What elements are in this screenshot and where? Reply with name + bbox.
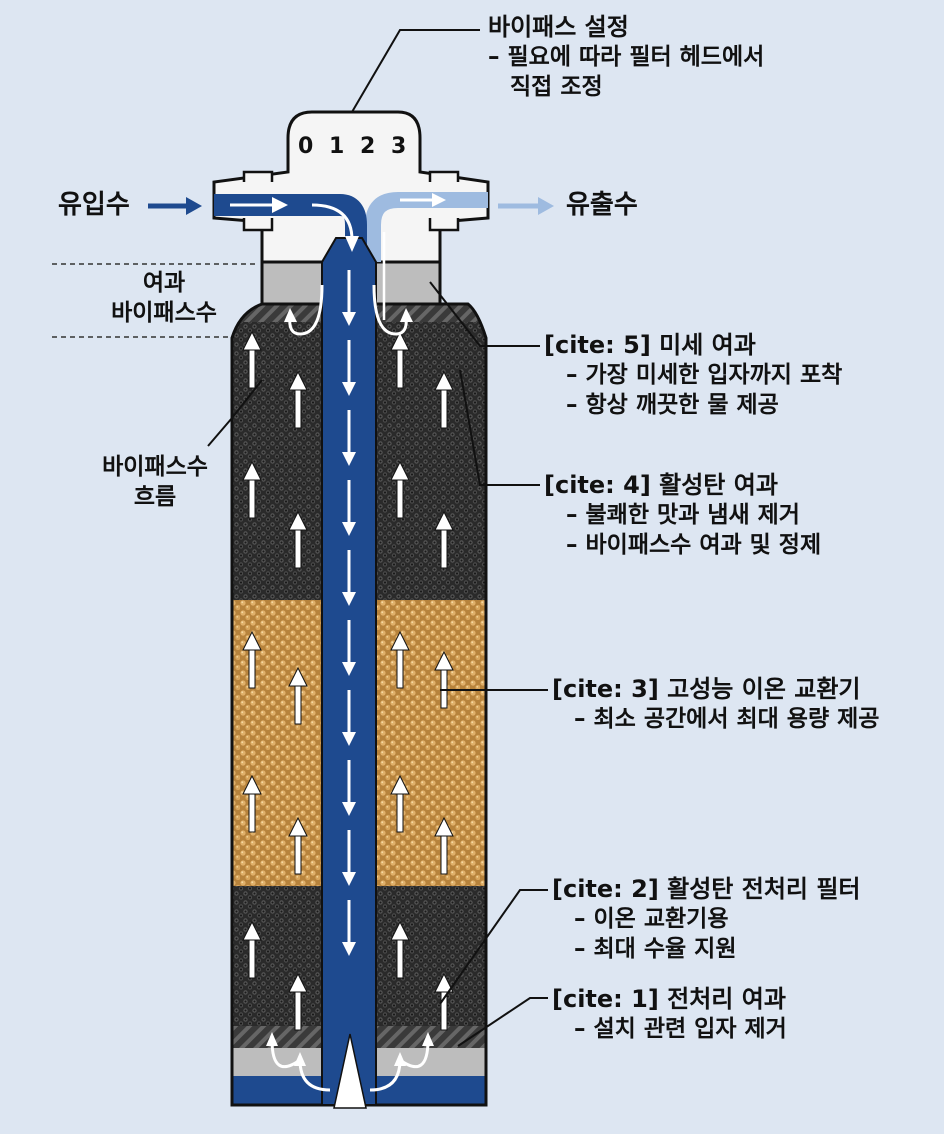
up-arrow — [390, 630, 410, 689]
down-arrow — [342, 690, 356, 746]
filtered-bypass-line1: 여과 — [142, 270, 186, 296]
stage-4-line1: – 불쾌한 맛과 냄새 제거 — [566, 502, 800, 528]
bypass-setting-line2: 직접 조정 — [510, 74, 603, 100]
outlet-pipe — [365, 192, 488, 262]
down-arrow — [342, 900, 356, 956]
dial-mark-3: 3 — [391, 134, 407, 159]
up-arrow — [390, 920, 410, 979]
stage-1-line1: – 설치 관련 입자 제거 — [574, 1016, 787, 1042]
up-flow-arrows — [242, 330, 454, 1031]
stage-5-line1: – 가장 미세한 입자까지 포착 — [566, 362, 843, 388]
up-arrow — [288, 510, 308, 569]
stage-2-title: [cite: 2] 활성탄 전처리 필터 — [552, 875, 861, 903]
filter-head — [212, 110, 490, 264]
stage-3-label: [cite: 3] 고성능 이온 교환기 – 최소 공간에서 최대 용량 제공 — [552, 674, 879, 734]
stage-5-line2: – 항상 깨끗한 물 제공 — [566, 392, 779, 418]
outlet-label: 유출수 — [566, 190, 638, 220]
stage-1-title: [cite: 1] 전처리 여과 — [552, 985, 786, 1013]
up-arrow — [434, 972, 454, 1031]
stage-4-label: [cite: 4] 활성탄 여과 – 불쾌한 맛과 냄새 제거 – 바이패스수 … — [544, 470, 821, 560]
up-arrow — [242, 774, 262, 833]
down-arrow — [342, 480, 356, 536]
stage-1-label: [cite: 1] 전처리 여과 – 설치 관련 입자 제거 — [552, 984, 787, 1044]
stage-3-title: [cite: 3] 고성능 이온 교환기 — [552, 675, 861, 703]
stage-2-label: [cite: 2] 활성탄 전처리 필터 – 이온 교환기용 – 최대 수율 지… — [552, 874, 861, 964]
bypass-flow-label: 바이패스수 흐름 — [80, 452, 230, 512]
down-arrow — [342, 620, 356, 676]
up-arrow — [288, 972, 308, 1031]
down-flow-arrows — [342, 270, 356, 956]
down-arrow — [342, 760, 356, 816]
up-arrow — [434, 650, 454, 709]
bypass-flow-line2: 흐름 — [133, 484, 177, 510]
bottom-cone — [333, 1033, 367, 1109]
inlet-pipe — [214, 194, 367, 250]
inlet-label: 유입수 — [58, 190, 130, 220]
down-arrow — [342, 550, 356, 606]
up-arrow — [434, 816, 454, 875]
down-arrow — [342, 270, 356, 326]
bypass-flow-line1: 바이패스수 — [102, 454, 208, 480]
bypass-setting-line1: – 필요에 따라 필터 헤드에서 — [488, 44, 765, 70]
dial-mark-2: 2 — [360, 134, 376, 159]
stage-2-line1: – 이온 교환기용 — [574, 906, 729, 932]
bypass-setting-label: 바이패스 설정 – 필요에 따라 필터 헤드에서 직접 조정 — [488, 12, 764, 102]
up-arrow — [242, 330, 262, 389]
up-arrow — [390, 330, 410, 389]
dial-mark-1: 1 — [329, 134, 345, 159]
up-arrow — [288, 666, 308, 725]
up-arrow — [434, 510, 454, 569]
up-arrow — [390, 460, 410, 519]
up-arrow — [288, 370, 308, 429]
down-arrow — [342, 410, 356, 466]
bypass-setting-title: 바이패스 설정 — [488, 13, 629, 41]
stage-5-title: [cite: 5] 미세 여과 — [544, 331, 756, 359]
down-arrow — [342, 340, 356, 396]
stage-2-line2: – 최대 수율 지원 — [574, 936, 737, 962]
dial-mark-0: 0 — [298, 134, 314, 159]
up-arrow — [434, 370, 454, 429]
up-arrow — [288, 816, 308, 875]
filtered-bypass-label: 여과 바이패스수 — [94, 268, 234, 328]
stage-4-line2: – 바이패스수 여과 및 정제 — [566, 532, 822, 558]
down-arrow — [342, 830, 356, 886]
filtered-bypass-line2: 바이패스수 — [111, 300, 217, 326]
stage-3-line1: – 최소 공간에서 최대 용량 제공 — [574, 706, 880, 732]
up-arrow — [390, 774, 410, 833]
up-arrow — [242, 460, 262, 519]
up-arrow — [242, 920, 262, 979]
up-arrow — [242, 630, 262, 689]
stage-5-label: [cite: 5] 미세 여과 – 가장 미세한 입자까지 포착 – 항상 깨끗… — [544, 330, 842, 420]
stage-4-title: [cite: 4] 활성탄 여과 — [544, 471, 778, 499]
